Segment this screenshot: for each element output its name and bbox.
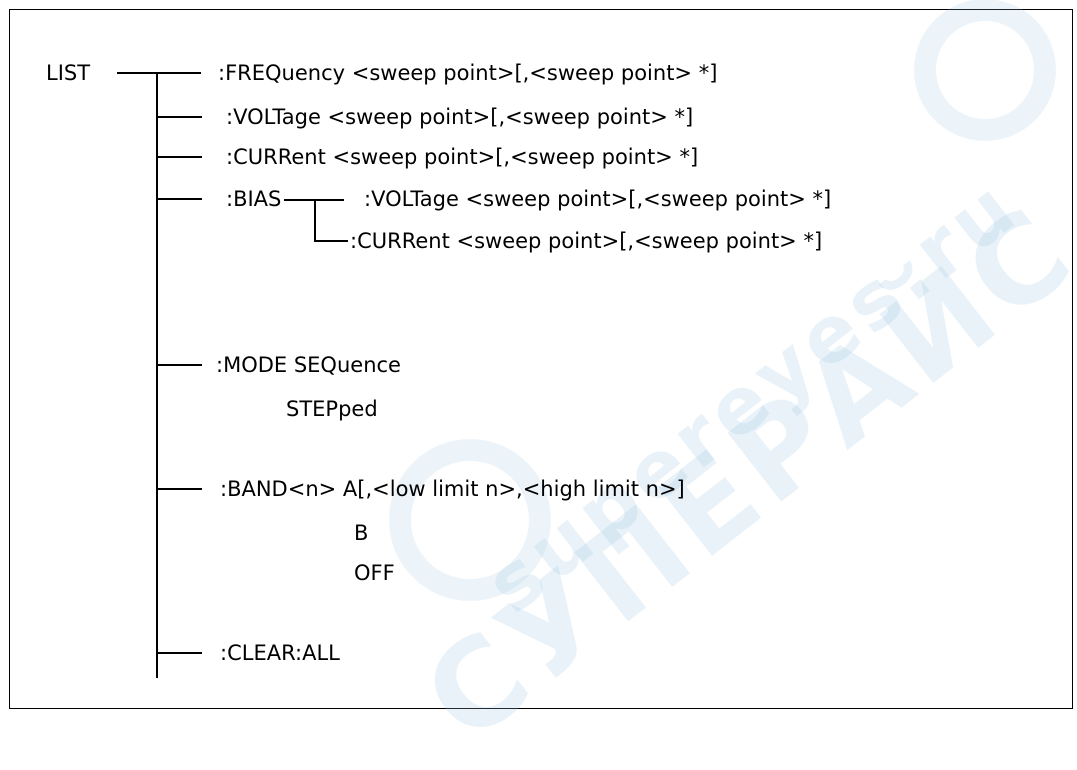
connector-bias-current	[314, 240, 348, 242]
cmd-current: :CURRent <sweep point>[,<sweep point> *]	[226, 145, 699, 169]
root-label: LIST	[46, 61, 91, 85]
cmd-band-b: B	[354, 521, 369, 545]
cmd-mode: :MODE SEQuence	[216, 353, 401, 377]
connector-mode	[156, 364, 202, 366]
connector-root	[117, 72, 201, 74]
cmd-voltage: :VOLTage <sweep point>[,<sweep point> *]	[226, 105, 694, 129]
connector-clear	[156, 652, 202, 654]
cmd-band: :BAND<n> A[,<low limit n>,<high limit n>…	[220, 477, 685, 501]
connector-voltage	[156, 116, 202, 118]
cmd-frequency: :FREQuency <sweep point>[,<sweep point> …	[218, 61, 718, 85]
cmd-bias-current: :CURRent <sweep point>[,<sweep point> *]	[350, 229, 823, 253]
connector-current	[156, 156, 202, 158]
connector-band	[156, 488, 202, 490]
cmd-band-off: OFF	[354, 561, 395, 585]
connector-bias	[156, 198, 202, 200]
cmd-bias: :BIAS	[226, 187, 282, 211]
cmd-mode-stepped: STEPped	[286, 397, 378, 421]
connector-bias-trunk	[314, 199, 316, 240]
cmd-clear: :CLEAR:ALL	[220, 641, 340, 665]
cmd-bias-voltage: :VOLTage <sweep point>[,<sweep point> *]	[364, 187, 832, 211]
connector-trunk	[156, 72, 158, 678]
